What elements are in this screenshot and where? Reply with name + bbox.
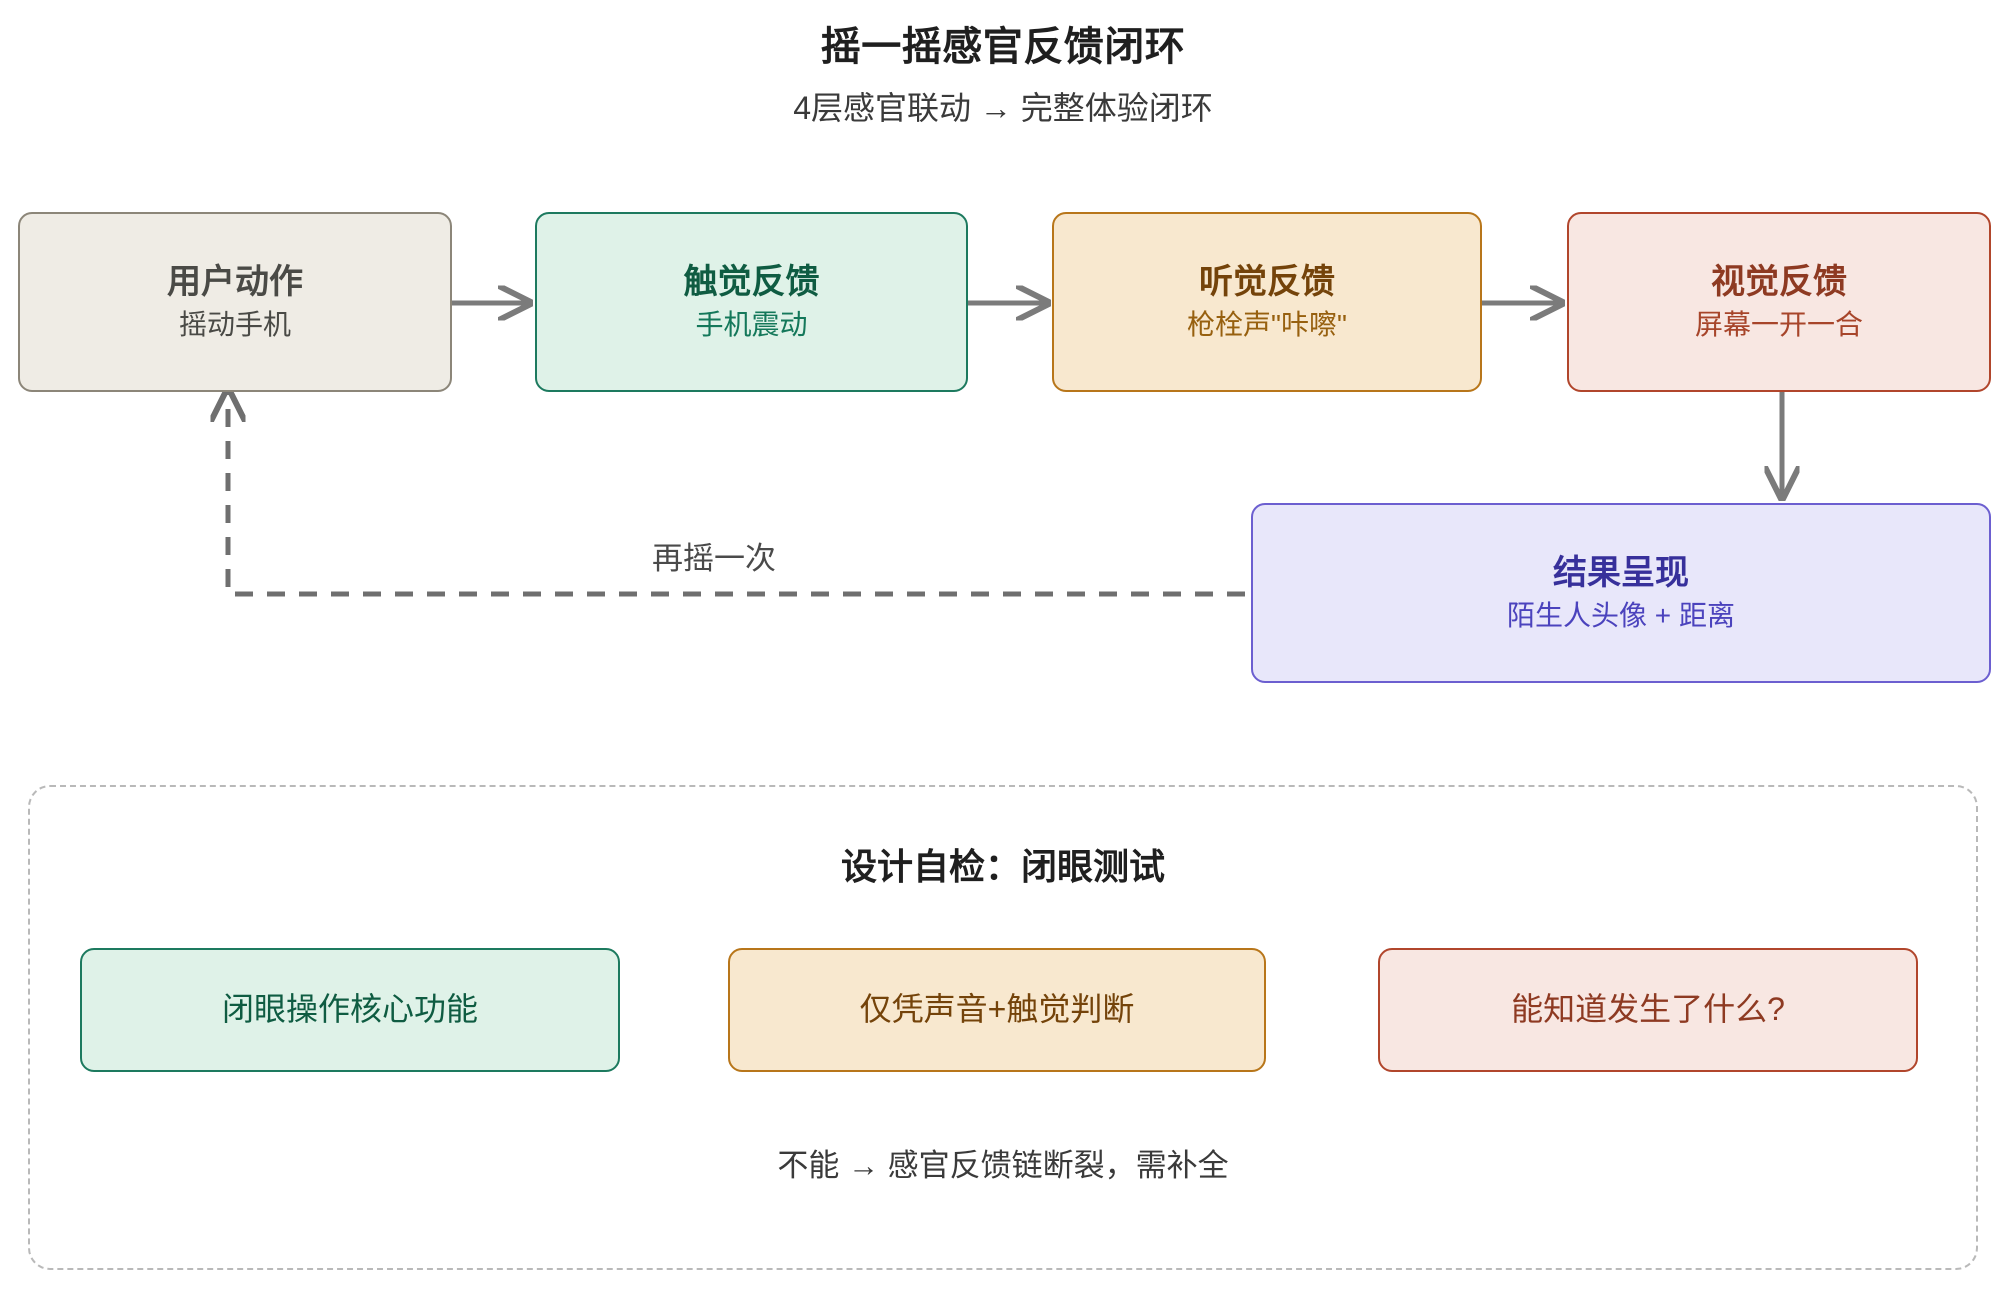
node-visual-feedback-sub: 屏幕一开一合 (1694, 309, 1863, 341)
node-haptic-feedback[interactable]: 触觉反馈 手机震动 (535, 212, 968, 392)
edge-label-reshake: 再摇一次 (652, 541, 776, 576)
node-user-action-sub: 摇动手机 (178, 309, 291, 341)
node-user-action-title: 用户动作 (167, 262, 303, 301)
node-result-presentation[interactable]: 结果呈现 陌生人头像 + 距离 (1251, 503, 1991, 683)
node-audio-feedback-sub: 枪栓声"咔嚓" (1187, 309, 1347, 341)
step-sound-touch-only[interactable]: 仅凭声音+触觉判断 (728, 948, 1266, 1072)
step-eyes-closed-core-label: 闭眼操作核心功能 (221, 991, 478, 1028)
page-subtitle: 4层感官联动 → 完整体验闭环 (793, 90, 1213, 126)
page-title: 摇一摇感官反馈闭环 (820, 25, 1186, 69)
step-know-what-happened[interactable]: 能知道发生了什么? (1378, 948, 1918, 1072)
node-haptic-feedback-title: 触觉反馈 (683, 262, 820, 301)
node-haptic-feedback-sub: 手机震动 (695, 309, 808, 341)
step-eyes-closed-core[interactable]: 闭眼操作核心功能 (80, 948, 620, 1072)
selfcheck-title: 设计自检：闭眼测试 (840, 846, 1165, 887)
node-visual-feedback[interactable]: 视觉反馈 屏幕一开一合 (1567, 212, 1991, 392)
step-know-what-happened-label: 能知道发生了什么? (1511, 991, 1785, 1028)
node-result-presentation-title: 结果呈现 (1553, 553, 1689, 592)
node-audio-feedback[interactable]: 听觉反馈 枪栓声"咔嚓" (1052, 212, 1482, 392)
node-audio-feedback-title: 听觉反馈 (1199, 262, 1335, 301)
step-sound-touch-only-label: 仅凭声音+触觉判断 (859, 991, 1135, 1028)
node-visual-feedback-title: 视觉反馈 (1711, 262, 1847, 301)
selfcheck-note: 不能 → 感官反馈链断裂，需补全 (777, 1148, 1229, 1183)
node-result-presentation-sub: 陌生人头像 + 距离 (1507, 600, 1735, 632)
node-user-action[interactable]: 用户动作 摇动手机 (18, 212, 452, 392)
